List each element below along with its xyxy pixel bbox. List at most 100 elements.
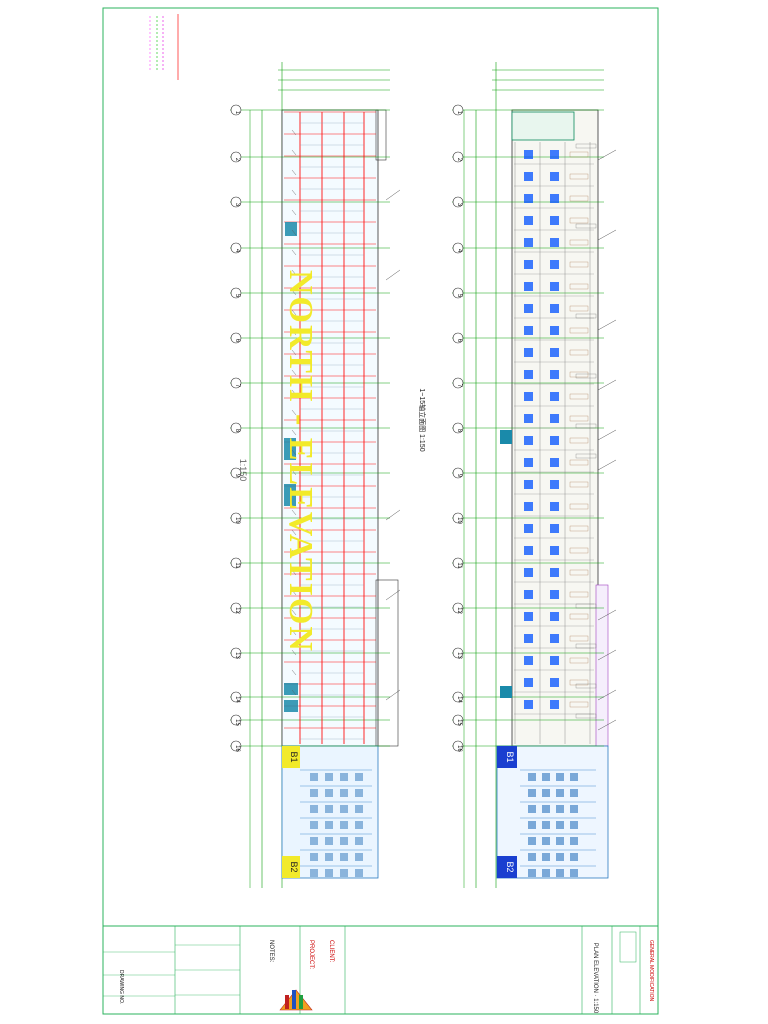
grid-label: 8 <box>234 429 240 433</box>
parking-mark <box>325 821 333 829</box>
note-box <box>575 223 597 229</box>
grid-bubble <box>230 691 242 703</box>
railing <box>569 217 589 224</box>
hatch <box>291 609 297 616</box>
grid-bubble <box>230 602 242 614</box>
grid-label: 9 <box>456 474 462 478</box>
grid-label: 5 <box>234 294 240 298</box>
railing <box>569 679 589 686</box>
grid-bubble <box>452 104 464 116</box>
grid-label: 14 <box>234 696 240 703</box>
grid-bubble <box>452 557 464 569</box>
note-box <box>575 713 597 719</box>
grid-bubble <box>452 602 464 614</box>
window <box>524 480 533 489</box>
window <box>550 678 559 687</box>
hatch <box>291 629 297 636</box>
parking-mark <box>528 773 536 781</box>
railing <box>569 525 589 532</box>
hatch <box>291 469 297 476</box>
window <box>524 524 533 533</box>
parking-mark <box>310 853 318 861</box>
parking-mark <box>570 789 578 797</box>
grid-label: 16 <box>234 745 240 752</box>
window <box>550 326 559 335</box>
parking-mark <box>528 821 536 829</box>
parking-mark <box>556 789 564 797</box>
window <box>524 282 533 291</box>
window <box>524 502 533 511</box>
leader-line <box>385 269 401 281</box>
grid-label: 6 <box>234 339 240 343</box>
glazing-panel <box>284 484 296 506</box>
parking-mark <box>556 821 564 829</box>
grid-bubble <box>452 377 464 389</box>
window <box>524 568 533 577</box>
hatch <box>291 429 297 436</box>
parking-mark <box>556 837 564 845</box>
parking-mark <box>542 837 550 845</box>
grid-label: 3 <box>456 203 462 207</box>
railing <box>569 547 589 554</box>
railing <box>569 459 589 466</box>
hatch <box>291 409 297 416</box>
note-box <box>575 683 597 689</box>
leader-line <box>597 719 617 731</box>
railing <box>569 635 589 642</box>
note-box <box>575 453 597 459</box>
leader-line <box>597 229 617 241</box>
hatch <box>291 549 297 556</box>
note-box <box>575 313 597 319</box>
window <box>550 194 559 203</box>
parking-mark <box>570 821 578 829</box>
grid-label: 10 <box>234 517 240 524</box>
railing <box>569 195 589 202</box>
parking-mark <box>355 805 363 813</box>
window <box>524 348 533 357</box>
grid-bubble <box>452 467 464 479</box>
note-box <box>575 423 597 429</box>
hatch <box>291 669 297 676</box>
railing <box>569 173 589 180</box>
railing <box>569 327 589 334</box>
parking-mark <box>528 869 536 877</box>
parking-mark <box>542 853 550 861</box>
grid-label: 2 <box>234 158 240 162</box>
parking-mark <box>528 789 536 797</box>
notes-label: NOTES: <box>268 940 274 963</box>
parking-mark <box>542 805 550 813</box>
basement-label-b2: B2 <box>289 861 299 872</box>
grid-bubble <box>230 512 242 524</box>
parking-mark <box>570 805 578 813</box>
window <box>550 150 559 159</box>
parking-mark <box>542 789 550 797</box>
window <box>524 260 533 269</box>
grid-label: 4 <box>456 249 462 253</box>
window <box>524 216 533 225</box>
hatch <box>291 289 297 296</box>
left-elevation <box>230 62 401 888</box>
grid-label: 9 <box>234 474 240 478</box>
window <box>550 656 559 665</box>
note-box <box>575 603 597 609</box>
grid-label: 13 <box>234 652 240 659</box>
parking-mark <box>340 805 348 813</box>
parking-mark <box>310 869 318 877</box>
grid-bubble <box>452 740 464 752</box>
glazing-panel <box>500 686 512 698</box>
railing <box>569 701 589 708</box>
parking-mark <box>528 853 536 861</box>
parking-mark <box>355 821 363 829</box>
parking-mark <box>556 773 564 781</box>
window <box>550 392 559 401</box>
grid-bubble <box>452 714 464 726</box>
window <box>524 546 533 555</box>
parking-mark <box>325 837 333 845</box>
grid-bubble <box>452 422 464 434</box>
parking-mark <box>542 773 550 781</box>
window <box>524 590 533 599</box>
window <box>524 150 533 159</box>
parking-mark <box>570 853 578 861</box>
project-label: PROJECT: <box>308 940 314 969</box>
grid-bubble <box>230 647 242 659</box>
